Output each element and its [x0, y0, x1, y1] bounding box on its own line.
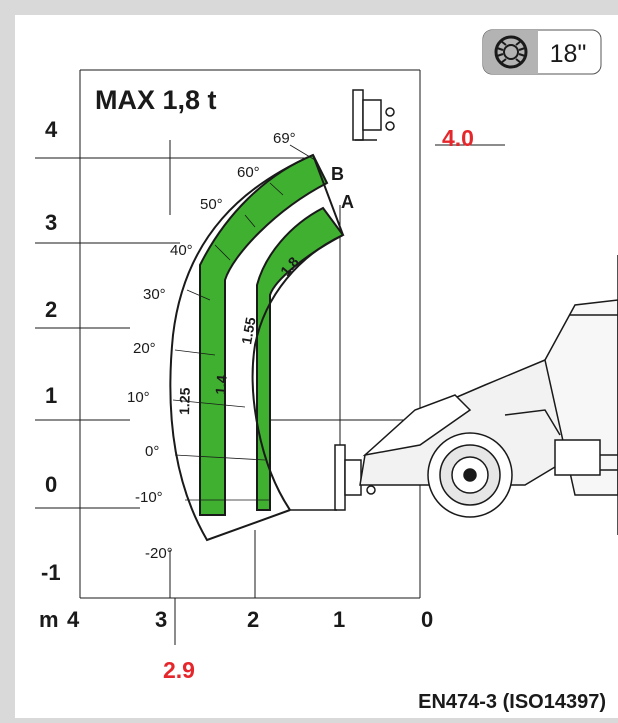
- y-tick-1: 1: [45, 383, 57, 408]
- y-axis: 4 3 2 1 0 -1: [41, 117, 61, 585]
- angle-60: 60°: [237, 164, 260, 181]
- fork-carriage-top-icon: [352, 89, 395, 141]
- load-1-4: 1.4: [212, 374, 230, 395]
- load-1-25: 1.25: [176, 387, 193, 415]
- x-tick-2: 2: [247, 607, 259, 632]
- load-chart-frame: MAX 1,8 t 18" 4 3 2 1 0 -1 m 4 3 2 1 0 4…: [15, 15, 618, 718]
- position-a: A: [341, 192, 354, 212]
- x-tick-0: 0: [421, 607, 433, 632]
- tire-badge: 18": [482, 29, 602, 75]
- y-tick-2: 2: [45, 297, 57, 322]
- y-tick-minus1: -1: [41, 560, 61, 585]
- y-tick-0: 0: [45, 472, 57, 497]
- angle-30: 30°: [143, 286, 166, 303]
- max-load-title: MAX 1,8 t: [95, 85, 217, 115]
- angle-0: 0°: [145, 443, 159, 460]
- max-height-marker: 4.0: [442, 125, 474, 151]
- angle-69: 69°: [273, 130, 296, 147]
- angle-guides: [172, 144, 316, 501]
- load-1-55: 1.55: [238, 316, 259, 346]
- angle-minus20: -20°: [145, 545, 173, 562]
- band-inner: [256, 206, 345, 511]
- x-tick-1: 1: [333, 607, 345, 632]
- y-tick-3: 3: [45, 210, 57, 235]
- telehandler-icon: [359, 255, 618, 535]
- angle-10: 10°: [127, 389, 150, 406]
- x-tick-4: 4: [67, 607, 80, 632]
- angle-40: 40°: [170, 242, 193, 259]
- grid: [35, 69, 505, 645]
- angle-50: 50°: [200, 196, 223, 213]
- y-tick-4: 4: [45, 117, 58, 142]
- tire-size: 18": [550, 40, 587, 68]
- x-axis: m 4 3 2 1 0: [39, 607, 433, 632]
- standard-label: EN474-3 (ISO14397): [418, 691, 606, 713]
- angle-minus10: -10°: [135, 489, 163, 506]
- boom-positions: A B: [331, 164, 354, 212]
- x-tick-3: 3: [155, 607, 167, 632]
- angle-20: 20°: [133, 340, 156, 357]
- angle-labels: 69° 60° 50° 40° 30° 20° 10° 0° -10° -20°: [127, 130, 296, 562]
- position-b: B: [331, 164, 344, 184]
- envelope-outline: [169, 154, 344, 542]
- load-chart: MAX 1,8 t 18" 4 3 2 1 0 -1 m 4 3 2 1 0 4…: [35, 29, 618, 713]
- x-axis-unit: m: [39, 607, 59, 632]
- band-outer: [199, 153, 329, 516]
- tire-icon: [494, 35, 528, 69]
- max-reach-marker: 2.9: [163, 657, 195, 683]
